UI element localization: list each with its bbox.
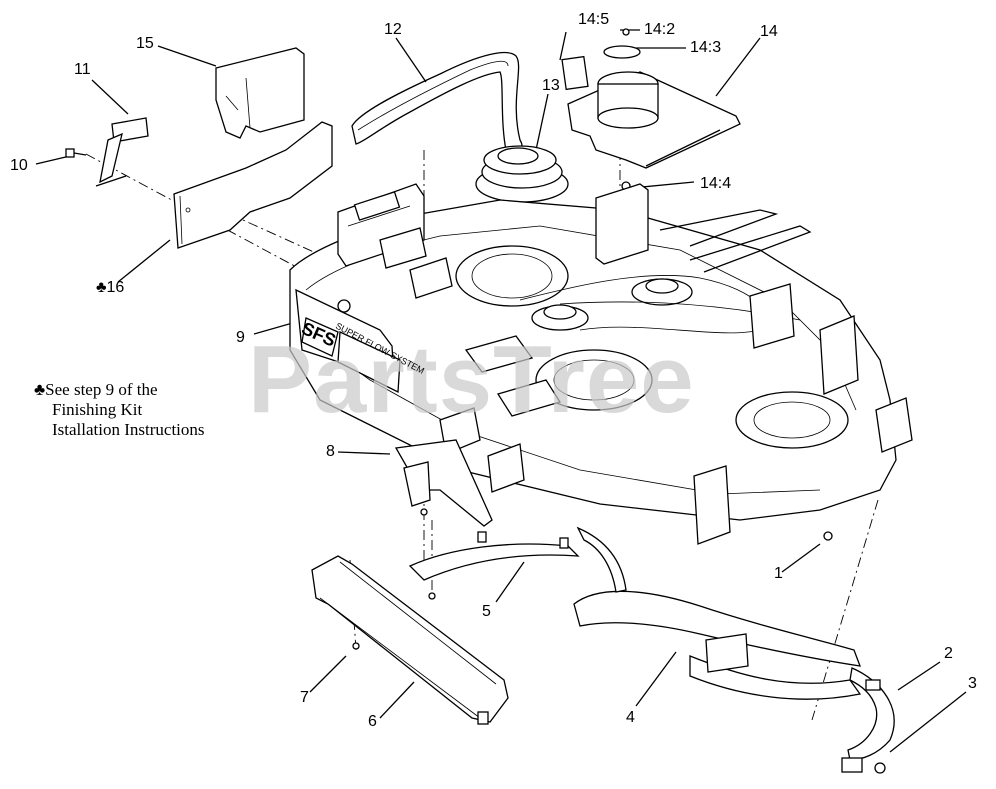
part-14-shield-assembly <box>561 28 741 191</box>
callout-5: 5 <box>482 603 491 620</box>
note-line-2: Finishing Kit <box>52 400 143 419</box>
callout-4: 4 <box>626 709 635 726</box>
callout-2: 2 <box>944 645 953 662</box>
callout-16: ♣16 <box>96 279 125 296</box>
callout-8: 8 <box>326 443 335 460</box>
part-8-baffle <box>394 439 493 527</box>
part-6-shield <box>311 555 509 725</box>
part-12-belt <box>351 51 523 154</box>
callout-13: 13 <box>542 77 560 94</box>
callout-10: 10 <box>10 157 28 174</box>
callout-11: 11 <box>74 61 91 78</box>
part-16-plate <box>173 121 333 249</box>
callout-7: 7 <box>300 689 309 706</box>
part-13-pulley <box>475 145 569 203</box>
part-15-cover <box>215 47 305 139</box>
part-2-guard <box>841 667 895 773</box>
callout-14-5: 14:5 <box>578 11 610 28</box>
callout-9: 9 <box>236 329 245 346</box>
note-line-3: Istallation Instructions <box>52 420 205 439</box>
callout-14-4: 14:4 <box>700 175 732 192</box>
callout-14: 14 <box>760 23 778 40</box>
part-11-bracket <box>95 117 149 187</box>
callout-1: 1 <box>774 565 783 582</box>
part-10-bolt <box>65 148 87 158</box>
part-1-bolt <box>823 531 833 541</box>
callout-15: 15 <box>136 35 154 52</box>
part-5-baffle <box>408 531 580 600</box>
callout-6: 6 <box>368 713 377 730</box>
part-7-bolt <box>352 642 360 650</box>
watermark: PartsTree <box>248 326 695 433</box>
part-4-baffle <box>573 526 862 700</box>
callout-14-3: 14:3 <box>690 39 722 56</box>
instruction-note: ♣See step 9 of the Finishing Kit Istalla… <box>34 380 205 440</box>
callout-3: 3 <box>968 675 977 692</box>
part-3-nut <box>874 762 886 774</box>
mower-deck <box>289 183 913 545</box>
callout-14-2: 14:2 <box>644 21 676 38</box>
callout-12: 12 <box>384 21 402 38</box>
note-line-1: ♣See step 9 of the <box>34 380 158 399</box>
